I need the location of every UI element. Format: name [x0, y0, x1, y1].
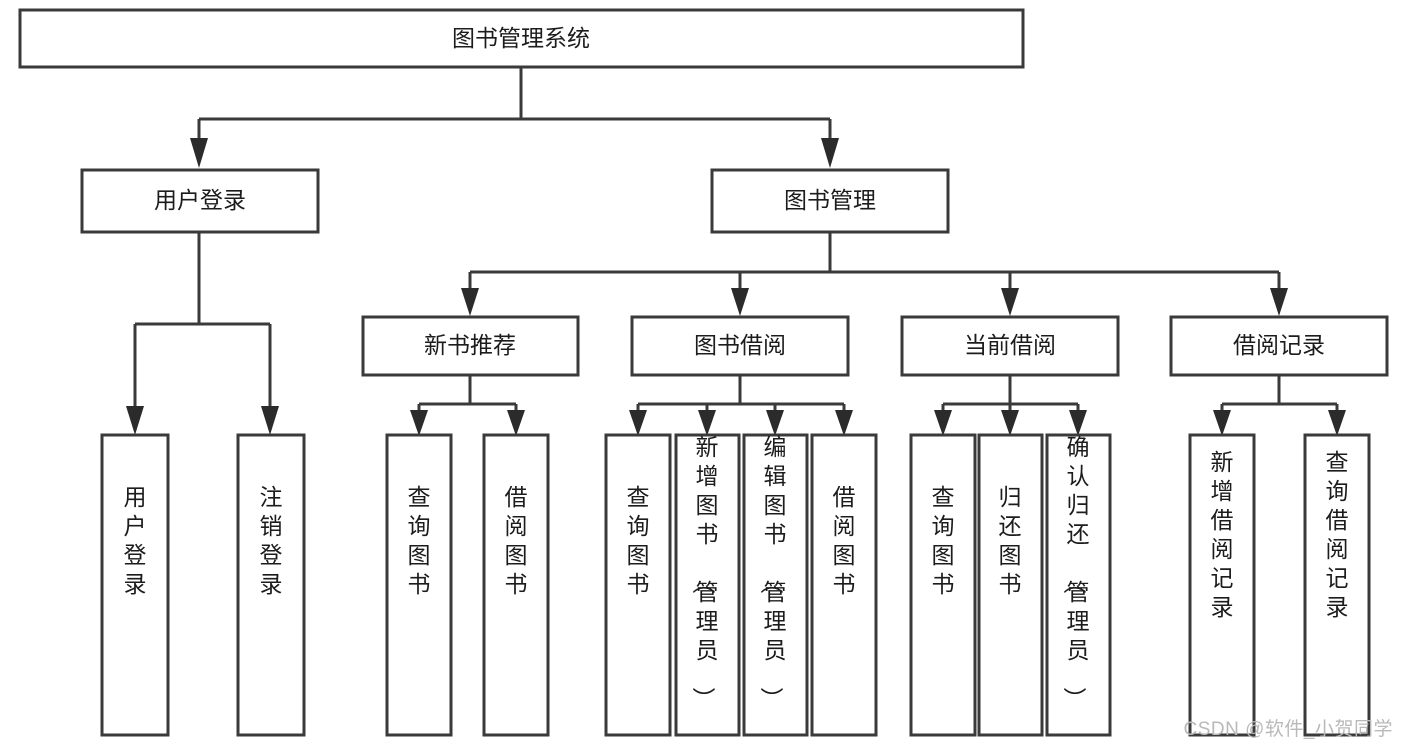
connector-layer: [126, 67, 1346, 436]
node-borrow-record-label: 借阅记录: [1233, 332, 1325, 358]
leaf-borrow-record-2-label: 查询借阅记录: [1326, 449, 1349, 620]
arrowhead-recommend-1: [410, 410, 428, 436]
arrowhead-level2-1: [190, 138, 208, 168]
leaf-book-borrow-2-label: 新增图书（管理员）: [691, 434, 719, 710]
arrowhead-borrow-3: [766, 410, 784, 436]
arrowhead-current-1: [934, 410, 952, 436]
leaf-current-borrow-3[interactable]: 确认归还（管理员）: [1045, 433, 1112, 737]
node-current-borrow[interactable]: 当前借阅: [900, 315, 1120, 377]
leaf-borrow-record-2-box[interactable]: [1303, 433, 1371, 737]
leaf-current-borrow-2-label: 归还图书: [999, 484, 1022, 597]
leaf-user-login-1-box[interactable]: [100, 433, 170, 737]
leaf-current-borrow-1-box[interactable]: [909, 433, 977, 737]
node-user-login-box[interactable]: [80, 168, 320, 234]
node-borrow-record-box[interactable]: [1169, 315, 1389, 377]
node-book-management[interactable]: 图书管理: [710, 168, 950, 234]
leaf-book-borrow-4-label: 借阅图书: [833, 484, 856, 597]
arrowhead-borrow-4: [835, 410, 853, 436]
node-root-box[interactable]: [18, 8, 1025, 69]
leaf-recommend-2-box[interactable]: [482, 433, 550, 737]
arrowhead-borrow-1: [629, 410, 647, 436]
arrowhead-level3-2: [731, 288, 749, 316]
node-book-borrow[interactable]: 图书借阅: [630, 315, 850, 377]
csdn-watermark: CSDN @软件_小贺同学: [1183, 719, 1393, 740]
leaf-book-borrow-4-box[interactable]: [810, 433, 878, 737]
node-root-label: 图书管理系统: [452, 25, 590, 51]
arrowhead-userlogin-2: [261, 406, 279, 435]
leaf-book-borrow-3-box[interactable]: [742, 433, 809, 737]
arrowhead-recommend-2: [507, 410, 525, 436]
arrowhead-level2-2: [821, 138, 839, 168]
leaf-current-borrow-2[interactable]: 归还图书: [977, 433, 1044, 737]
arrowhead-userlogin-1: [126, 406, 144, 435]
leaf-user-login-2[interactable]: 注销登录: [236, 433, 306, 737]
leaf-borrow-record-1[interactable]: 新增借阅记录: [1188, 433, 1256, 737]
leaf-borrow-record-1-label: 新增借阅记录: [1211, 449, 1234, 620]
node-new-book-recommend[interactable]: 新书推荐: [361, 315, 580, 377]
arrowhead-record-2: [1328, 410, 1346, 436]
leaf-book-borrow-3[interactable]: 编辑图书（管理员）: [742, 433, 809, 737]
arrowhead-record-1: [1213, 410, 1231, 436]
leaf-book-borrow-2-box[interactable]: [674, 433, 741, 737]
arrowhead-current-2: [1001, 410, 1019, 436]
leaf-book-borrow-1-label: 查询图书: [627, 484, 650, 597]
leaf-recommend-2-label: 借阅图书: [505, 484, 528, 597]
leaf-book-borrow-1[interactable]: 查询图书: [604, 433, 672, 737]
leaf-recommend-1-label: 查询图书: [408, 484, 431, 597]
arrowhead-level3-1: [461, 288, 479, 316]
arrowhead-level3-4: [1270, 288, 1288, 316]
leaf-current-borrow-3-label: 确认归还（管理员）: [1062, 434, 1090, 710]
leaf-current-borrow-2-box[interactable]: [977, 433, 1044, 737]
leaf-book-borrow-4[interactable]: 借阅图书: [810, 433, 878, 737]
node-new-book-recommend-box[interactable]: [361, 315, 580, 377]
node-new-book-recommend-label: 新书推荐: [424, 332, 516, 358]
leaf-user-login-1[interactable]: 用户登录: [100, 433, 170, 737]
leaf-book-borrow-3-label: 编辑图书（管理员）: [759, 434, 787, 710]
node-book-borrow-label: 图书借阅: [694, 332, 786, 358]
arrowhead-borrow-2: [698, 410, 716, 436]
leaf-book-borrow-2[interactable]: 新增图书（管理员）: [674, 433, 741, 737]
leaf-recommend-2[interactable]: 借阅图书: [482, 433, 550, 737]
arrowhead-level3-3: [1001, 288, 1019, 316]
node-book-management-box[interactable]: [710, 168, 950, 234]
node-user-login-label: 用户登录: [154, 187, 246, 213]
node-current-borrow-box[interactable]: [900, 315, 1120, 377]
leaf-borrow-record-1-box[interactable]: [1188, 433, 1256, 737]
leaf-borrow-record-2[interactable]: 查询借阅记录: [1303, 433, 1371, 737]
node-root[interactable]: 图书管理系统: [18, 8, 1025, 69]
leaf-current-borrow-1[interactable]: 查询图书: [909, 433, 977, 737]
leaf-recommend-1[interactable]: 查询图书: [385, 433, 453, 737]
arrowhead-current-3: [1069, 410, 1087, 436]
leaf-user-login-2-label: 注销登录: [260, 484, 283, 597]
leaf-user-login-1-label: 用户登录: [124, 484, 147, 597]
leaf-current-borrow-3-box[interactable]: [1045, 433, 1112, 737]
node-current-borrow-label: 当前借阅: [964, 332, 1056, 358]
node-book-management-label: 图书管理: [784, 187, 876, 213]
leaf-current-borrow-1-label: 查询图书: [932, 484, 955, 597]
leaf-user-login-2-box[interactable]: [236, 433, 306, 737]
leaf-recommend-1-box[interactable]: [385, 433, 453, 737]
node-borrow-record[interactable]: 借阅记录: [1169, 315, 1389, 377]
node-book-borrow-box[interactable]: [630, 315, 850, 377]
leaf-book-borrow-1-box[interactable]: [604, 433, 672, 737]
node-user-login[interactable]: 用户登录: [80, 168, 320, 234]
